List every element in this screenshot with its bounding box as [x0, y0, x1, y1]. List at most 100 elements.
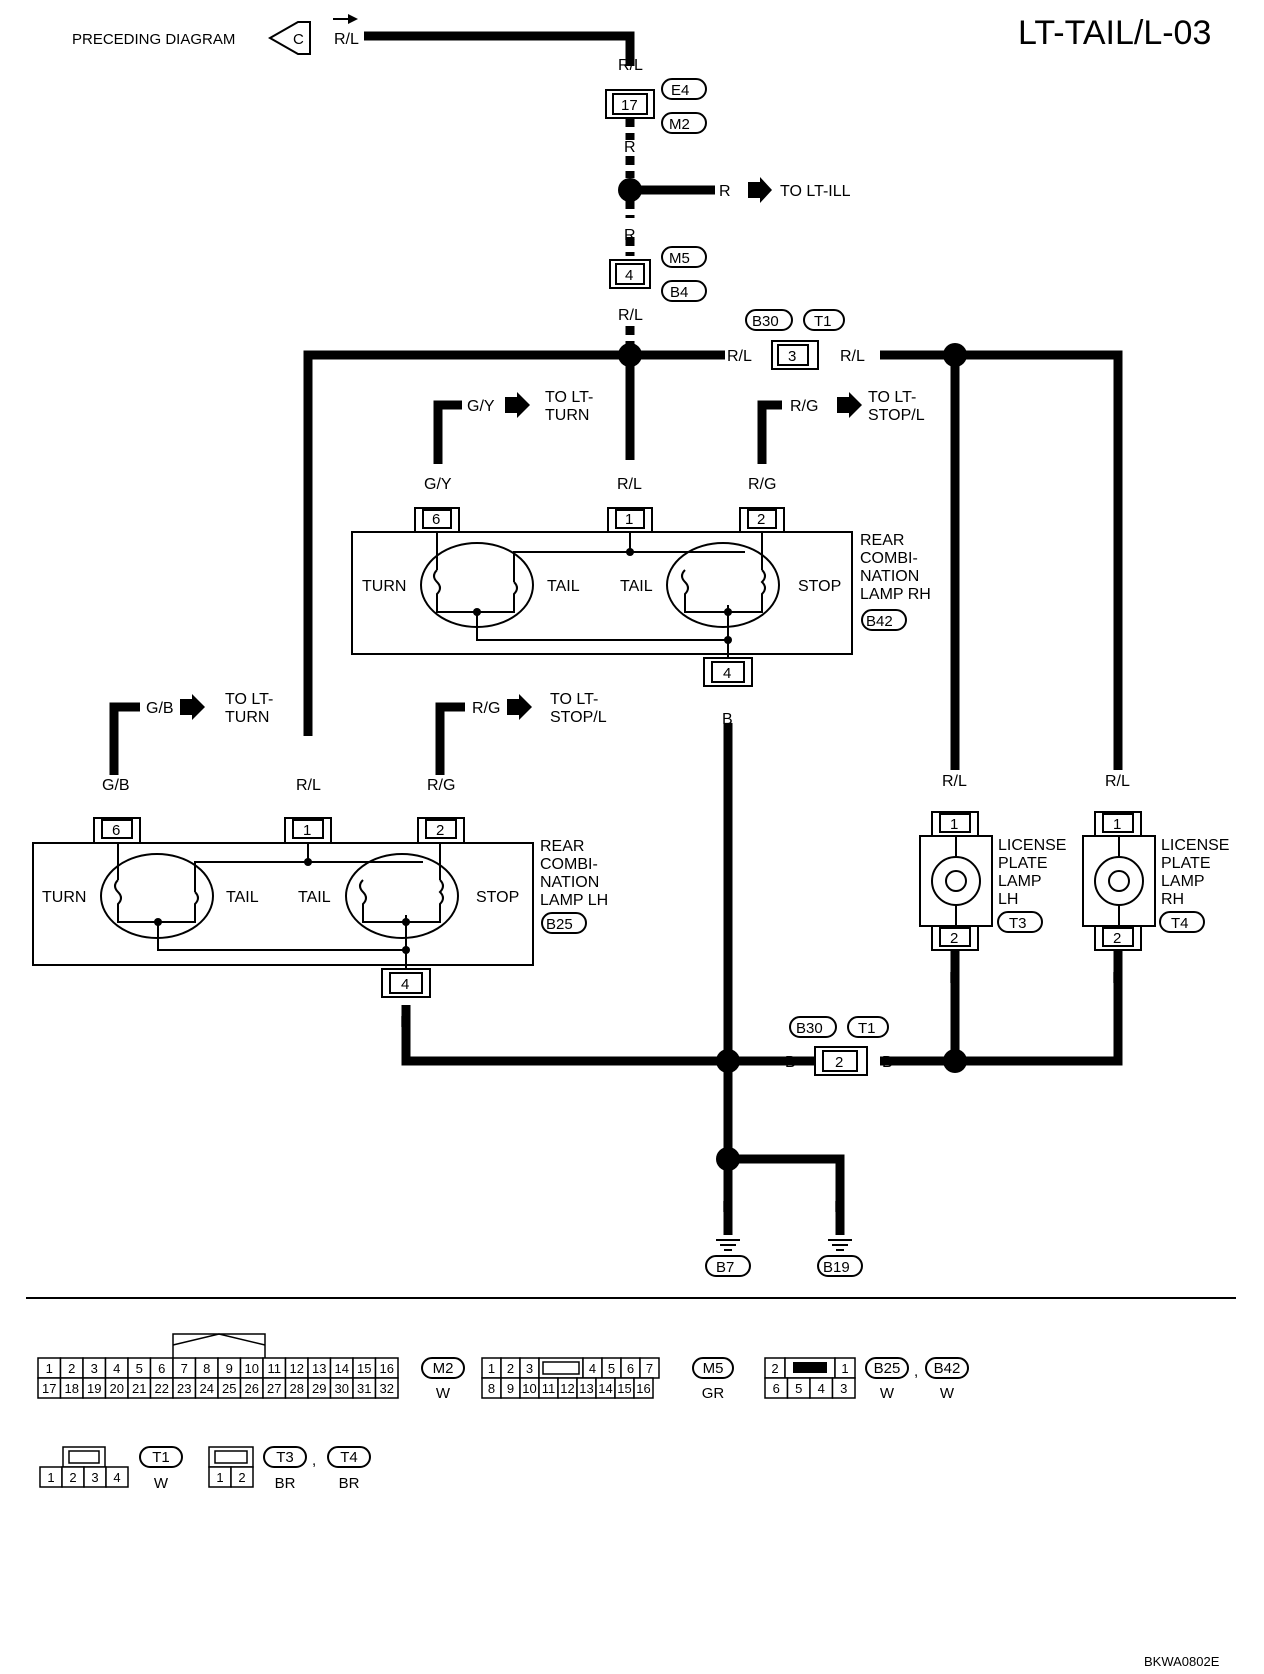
wire-label: R/G — [748, 476, 776, 493]
cavity-number: 16 — [380, 1361, 394, 1376]
connector-tag-t1: T1 — [847, 1016, 889, 1038]
cavity-number: 1 — [488, 1361, 495, 1376]
cavity-number: 2 — [771, 1361, 778, 1376]
cavity-number: 12 — [560, 1381, 574, 1396]
connector-c-label: C — [293, 31, 304, 48]
bulb-label-turn: TURN — [362, 578, 406, 595]
svg-text:T1: T1 — [814, 313, 832, 330]
svg-text:B25: B25 — [546, 916, 573, 933]
wire-label: R/L — [942, 773, 967, 790]
cavity-number: 3 — [526, 1361, 533, 1376]
connector-color: W — [880, 1385, 895, 1402]
wire-label: B — [722, 711, 733, 728]
pin-2: 2 — [739, 507, 785, 533]
bulb-label-stop: STOP — [476, 889, 519, 906]
component-name: NATION — [540, 874, 599, 891]
connector-cavity — [374, 1377, 399, 1399]
svg-text:4: 4 — [625, 267, 633, 284]
svg-text:M5: M5 — [669, 250, 690, 267]
cavity-number: 29 — [312, 1381, 326, 1396]
inline-connector-b30-t1-pin3: 3 — [771, 340, 819, 370]
svg-text:2: 2 — [835, 1054, 843, 1071]
cavity-number: 5 — [136, 1361, 143, 1376]
connector-lock — [68, 1450, 100, 1464]
junction-dot — [618, 178, 642, 202]
svg-text:E4: E4 — [671, 82, 689, 99]
connector-id: M5 — [703, 1360, 724, 1377]
component-name: LAMP — [998, 873, 1042, 890]
component-name: LAMP — [1161, 873, 1205, 890]
cavity-number: 1 — [46, 1361, 53, 1376]
connector-id: T4 — [340, 1449, 358, 1466]
connector-tag-b19: B19 — [817, 1255, 863, 1277]
wire-rl-top — [364, 31, 635, 66]
wire-rl-left-bus — [303, 350, 630, 736]
wire-label: R — [719, 183, 731, 200]
bulb-tail-stop-lh — [345, 853, 459, 939]
connector-cavity — [542, 1361, 580, 1375]
component-name: COMBI- — [860, 550, 918, 567]
wire-gy-rh — [433, 400, 462, 464]
destination-label: STOP/L — [550, 709, 607, 726]
bulb-label-tail: TAIL — [547, 578, 580, 595]
connector-c-tag: C — [267, 21, 311, 55]
svg-text:6: 6 — [112, 822, 120, 839]
wire-gb-lh — [109, 702, 140, 775]
cavity-number: 2 — [507, 1361, 514, 1376]
destination-label: STOP/L — [868, 407, 925, 424]
connector-tag — [925, 1357, 969, 1379]
destination-label: TO LT- — [550, 691, 598, 708]
pin-1: 1 — [284, 817, 332, 844]
connector-tag — [421, 1357, 465, 1379]
svg-text:1: 1 — [625, 511, 633, 528]
inline-connector-b30-t1-pin2: 2 — [814, 1046, 868, 1076]
connector-cavity — [105, 1466, 129, 1488]
wire-label: R/L — [840, 348, 865, 365]
connector-tag-b30: B30 — [745, 309, 793, 331]
cavity-number: 12 — [290, 1361, 304, 1376]
wire-b-b19 — [728, 1154, 845, 1235]
component-name: LH — [998, 891, 1018, 908]
wire-label: G/B — [146, 700, 174, 717]
inline-connector-m5-b4: 4 — [609, 259, 651, 289]
cavity-number: 11 — [268, 1361, 282, 1376]
connector-color: W — [436, 1385, 451, 1402]
connector-color: BR — [275, 1475, 296, 1492]
connector-color: W — [154, 1475, 169, 1492]
svg-text:4: 4 — [401, 976, 409, 993]
pin-6: 6 — [93, 817, 141, 844]
component-name: LICENSE — [998, 837, 1066, 854]
svg-text:B30: B30 — [796, 1020, 823, 1037]
destination-label: TURN — [225, 709, 269, 726]
cavity-number: 7 — [181, 1361, 188, 1376]
cavity-number: 16 — [636, 1381, 650, 1396]
cavity-number: 20 — [110, 1381, 124, 1396]
cavity-number: 21 — [132, 1381, 146, 1396]
connector-tag — [865, 1357, 909, 1379]
cavity-number: 3 — [91, 1470, 98, 1485]
figure-code: BKWA0802E — [1144, 1654, 1220, 1669]
wire-label: R/L — [618, 57, 643, 74]
wire-rl-right-b — [955, 350, 1123, 770]
wire-label: R/L — [617, 476, 642, 493]
wire-label: B — [1112, 970, 1123, 987]
cavity-number: 22 — [155, 1381, 169, 1396]
svg-text:2: 2 — [436, 822, 444, 839]
wire-label: R/L — [727, 348, 752, 365]
connector-lock — [172, 1333, 266, 1358]
wire-label: G/B — [102, 777, 130, 794]
wire-label: R/L — [618, 307, 643, 324]
cavity-number: 28 — [290, 1381, 304, 1396]
wire-label: R/G — [472, 700, 500, 717]
junction-dot — [716, 1049, 740, 1073]
arrow-right-icon — [748, 177, 772, 203]
cavity-number: 13 — [579, 1381, 593, 1396]
bulb-label-tail: TAIL — [620, 578, 653, 595]
cavity-number: 30 — [335, 1381, 349, 1396]
connector-tag-t4: T4 — [1159, 911, 1205, 933]
ground-icon — [828, 1239, 852, 1251]
connector-tag-m5: M5 — [661, 246, 707, 268]
connector-tag-b4: B4 — [661, 280, 707, 302]
svg-text:1: 1 — [303, 822, 311, 839]
connector-color: BR — [339, 1475, 360, 1492]
